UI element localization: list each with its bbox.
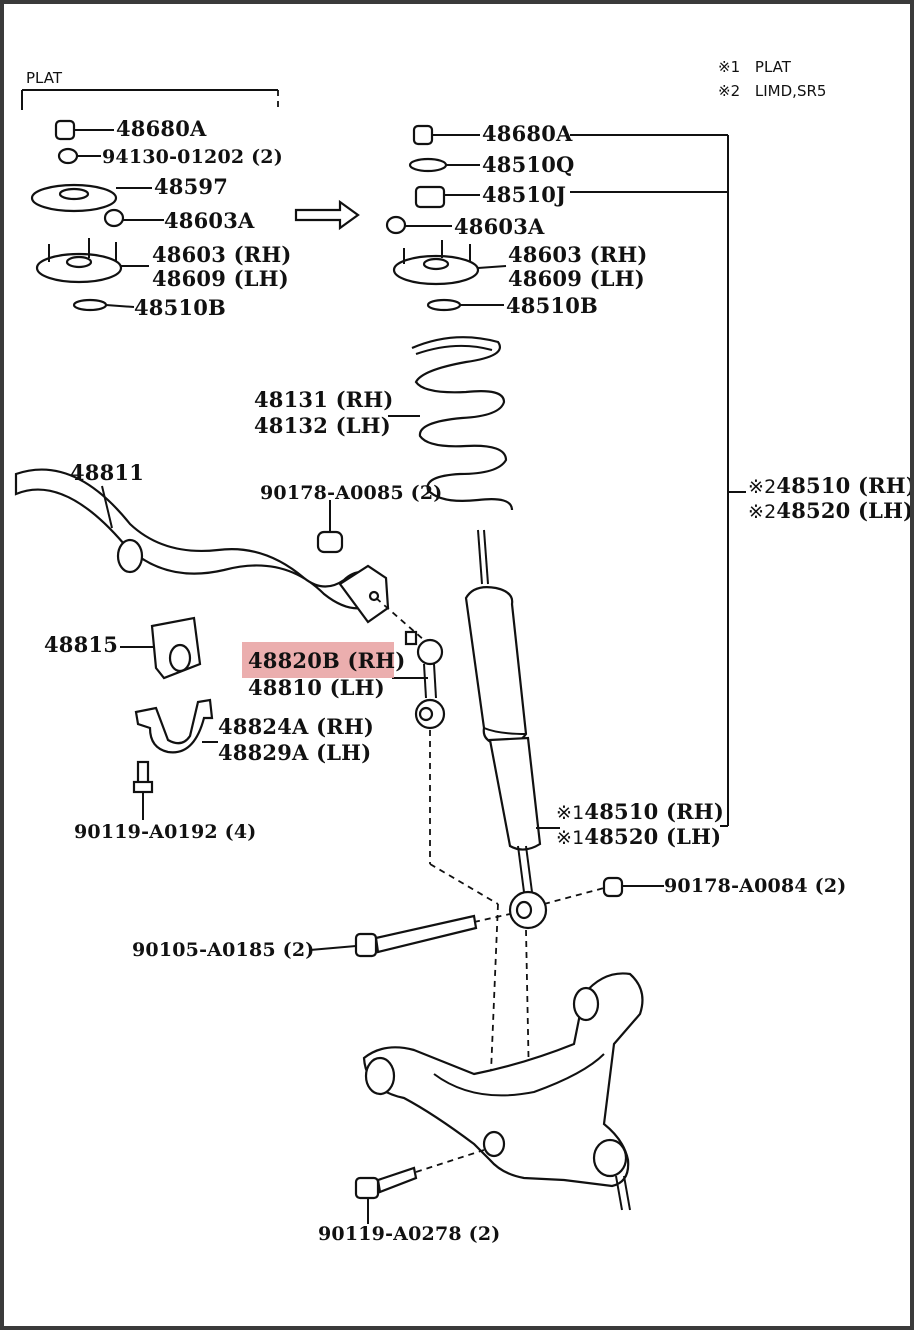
note-2-text: LIMD,SR5	[754, 82, 827, 100]
left-nut-94130	[57, 147, 101, 165]
shock-label-48510-text: 48510 (RH)	[584, 799, 724, 824]
note-2-mark: ※2	[718, 82, 741, 100]
part-label-48510j[interactable]: 48510J	[482, 182, 567, 207]
assembly-label-48520-text: 48520 (LH)	[776, 498, 910, 523]
left-washer-48510b	[72, 298, 135, 312]
part-label-48829a[interactable]: 48829A (LH)	[218, 740, 372, 765]
right-washer-48510b	[426, 298, 504, 312]
right-washer-48510q	[408, 157, 480, 173]
right-nut-48603a	[385, 215, 452, 235]
part-label-48820b[interactable]: 48820B (RH)	[248, 648, 406, 673]
lower-nut-90178-a0084	[543, 876, 664, 905]
assembly-label-48520[interactable]: ※248520 (LH)	[748, 499, 910, 524]
right-support-48603	[392, 240, 507, 286]
suspension-diagram	[14, 89, 746, 1224]
shock-mark-2: ※1	[556, 827, 585, 849]
part-label-90119-a0278[interactable]: 90119-A0278 (2)	[318, 1223, 501, 1245]
note-1-mark: ※1	[718, 58, 741, 76]
part-label-48510b-right[interactable]: 48510B	[506, 293, 599, 318]
bolt-90119-a0192	[132, 760, 154, 820]
bushing-48815	[120, 616, 202, 680]
part-label-48609-left[interactable]: 48609 (LH)	[152, 266, 289, 291]
note-2: ※2 LIMD,SR5	[718, 82, 826, 100]
part-label-48510b-left[interactable]: 48510B	[134, 295, 227, 320]
parts-diagram-page: ※1 PLAT ※2 LIMD,SR5 PLAT 48680A 94130-01…	[4, 4, 910, 1326]
part-label-48680a-left[interactable]: 48680A	[116, 116, 207, 141]
part-label-48603-right[interactable]: 48603 (RH)	[508, 242, 648, 267]
part-label-90119-a0192[interactable]: 90119-A0192 (4)	[74, 821, 257, 843]
selected-part-highlight	[242, 642, 394, 678]
part-label-48510q[interactable]: 48510Q	[482, 152, 575, 177]
part-label-90105-a0185[interactable]: 90105-A0185 (2)	[132, 939, 315, 961]
part-label-94130[interactable]: 94130-01202 (2)	[102, 146, 283, 168]
assembly-bracket	[570, 134, 746, 827]
part-label-48824a[interactable]: 48824A (RH)	[218, 714, 375, 739]
shock-mark-1: ※1	[556, 802, 585, 824]
part-label-48603a-right[interactable]: 48603A	[454, 214, 545, 239]
part-label-48603a-left[interactable]: 48603A	[164, 208, 255, 233]
arm-bolt-90119-a0278	[354, 1149, 485, 1224]
part-label-48811[interactable]: 48811	[70, 460, 145, 485]
coil-spring	[388, 336, 514, 511]
part-label-90178-a0085[interactable]: 90178-A0085 (2)	[260, 482, 443, 504]
part-label-48810[interactable]: 48810 (LH)	[248, 675, 385, 700]
note-1-text: PLAT	[754, 58, 791, 76]
part-label-48597[interactable]: 48597	[154, 174, 229, 199]
note-1: ※1 PLAT	[718, 58, 791, 76]
part-label-48609-right[interactable]: 48609 (LH)	[508, 266, 645, 291]
shock-label-48520[interactable]: ※148520 (LH)	[556, 825, 721, 850]
part-label-48680a-right[interactable]: 48680A	[482, 121, 573, 146]
plat-group-bracket	[21, 89, 279, 110]
part-label-48815[interactable]: 48815	[44, 632, 119, 657]
plat-group-label: PLAT	[26, 69, 63, 87]
shock-absorber	[464, 529, 560, 893]
shock-label-48520-text: 48520 (LH)	[584, 824, 722, 849]
assembly-mark-2: ※2	[748, 501, 777, 523]
part-label-48132[interactable]: 48132 (LH)	[254, 413, 391, 438]
link-nut-90178-a0085	[316, 500, 344, 554]
assembly-label-48510-text: 48510 (RH)	[776, 473, 910, 498]
assembly-mark-1: ※2	[748, 476, 777, 498]
right-spacer-48510j	[414, 185, 480, 209]
part-label-48131[interactable]: 48131 (RH)	[254, 387, 394, 412]
shock-lower-eye	[508, 890, 548, 930]
right-nut-48680a	[412, 124, 480, 146]
assembly-label-48510[interactable]: ※248510 (RH)	[748, 474, 910, 499]
left-support-48603	[35, 238, 149, 284]
left-bearing-48597	[30, 183, 152, 213]
left-nut-48680a	[54, 119, 114, 141]
part-label-48603-left[interactable]: 48603 (RH)	[152, 242, 292, 267]
part-label-90178-a0084[interactable]: 90178-A0084 (2)	[664, 875, 847, 897]
stabilizer-bar	[14, 468, 390, 624]
shock-label-48510[interactable]: ※148510 (RH)	[556, 800, 724, 825]
left-nut-48603a	[103, 208, 164, 228]
arrow-right-icon	[294, 199, 360, 231]
bracket-48824a	[134, 698, 218, 754]
lower-control-arm	[362, 972, 644, 1211]
